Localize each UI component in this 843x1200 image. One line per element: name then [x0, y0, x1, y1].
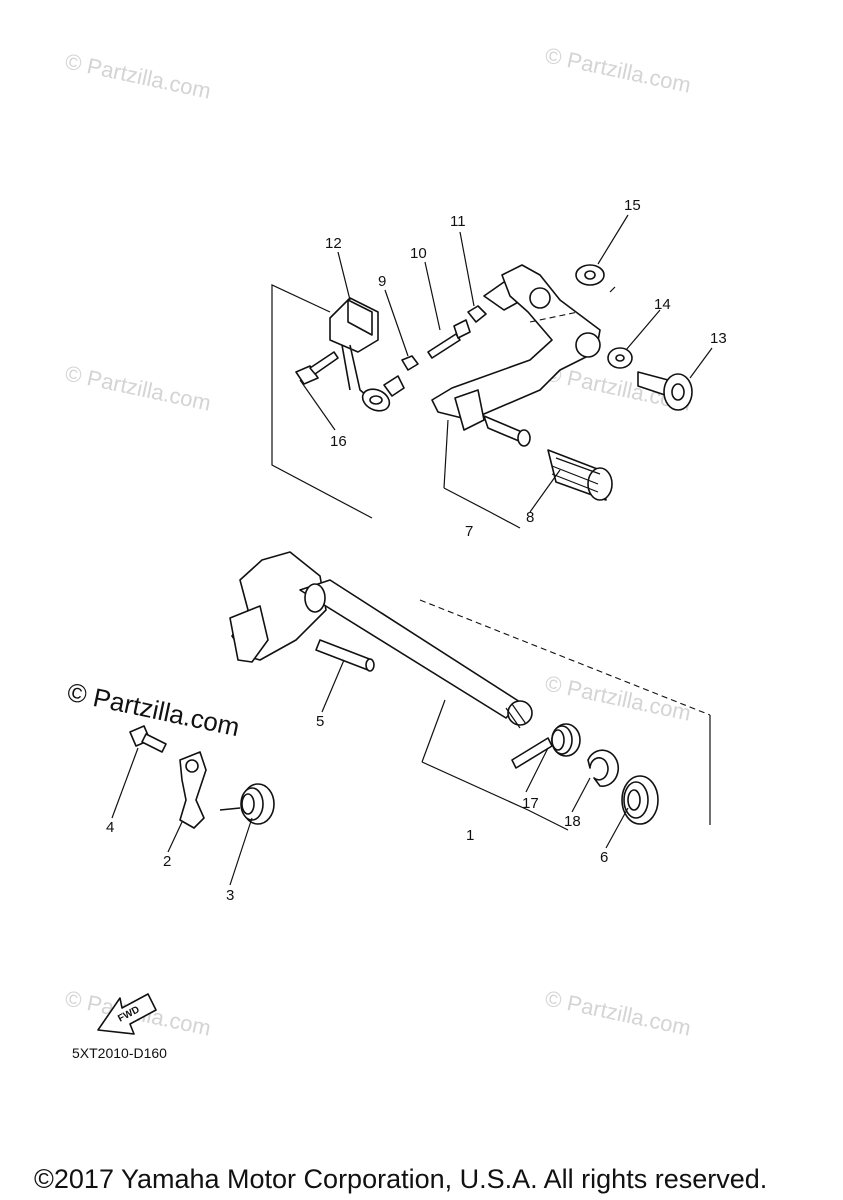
- copyright-notice: ©2017 Yamaha Motor Corporation, U.S.A. A…: [34, 1164, 767, 1194]
- part-16-bolt: [295, 351, 339, 385]
- part-10-bolt: [427, 319, 471, 359]
- fwd-arrow-icon: [97, 993, 157, 1035]
- watermark: © Partzilla.com: [543, 42, 693, 97]
- upper-bracket-line-right: [609, 286, 616, 293]
- watermark: © Partzilla.com: [543, 985, 693, 1040]
- watermark: © Partzilla.com: [63, 360, 213, 415]
- callout-13: 13: [710, 330, 727, 347]
- part-4-bolt: [129, 725, 167, 753]
- part-9-nut: [401, 355, 419, 371]
- callout-5: 5: [316, 713, 324, 730]
- callout-7: 7: [465, 523, 473, 540]
- fwd-arrow: FWD: [97, 993, 157, 1035]
- callout-1: 1: [466, 827, 474, 844]
- part-8-peg: [547, 449, 613, 501]
- main-watermark: © Partzilla.com: [65, 677, 243, 743]
- callout-8: 8: [526, 509, 534, 526]
- callout-11: 11: [450, 213, 466, 230]
- callout-10: 10: [410, 245, 427, 262]
- upper-bracket-line: [271, 284, 373, 519]
- callouts: 1 2 3 4 5 6 7 8 9 10 11 12 13 14 15 16 1…: [106, 197, 727, 904]
- callout-16: 16: [330, 433, 347, 450]
- callout-6: 6: [600, 849, 608, 866]
- part-3-spring: [219, 783, 275, 825]
- lower-assembly: [129, 551, 711, 831]
- diagram-code: 5XT2010-D160: [72, 1045, 167, 1061]
- callout-bracket-7-8: [443, 487, 521, 529]
- part-17-spring: [511, 723, 581, 769]
- part-2-lever: [179, 751, 207, 829]
- callout-17: 17: [522, 795, 539, 812]
- part-11-nut: [467, 305, 487, 323]
- callout-3: 3: [226, 887, 234, 904]
- part-6-seal: [621, 775, 659, 825]
- callout-4: 4: [106, 819, 114, 836]
- callout-14: 14: [654, 296, 671, 313]
- lower-bracket-dash: [419, 599, 711, 716]
- part-13-bolt: [637, 371, 693, 411]
- part-5-pin: [315, 639, 375, 672]
- watermarks: © Partzilla.com © Partzilla.com © Partzi…: [63, 42, 693, 1040]
- callout-12: 12: [325, 235, 342, 252]
- part-12-joint: [329, 297, 405, 412]
- callout-bracket-1: [421, 761, 569, 831]
- part-1-shift-shaft: [229, 551, 533, 729]
- part-14-washer: [607, 347, 633, 369]
- callout-9: 9: [378, 273, 386, 290]
- watermark: © Partzilla.com: [63, 48, 213, 103]
- part-18-circlip: [587, 749, 620, 787]
- part-7-pedal: [431, 264, 601, 447]
- callout-18: 18: [564, 813, 581, 830]
- part-15-washer: [575, 264, 605, 286]
- upper-assembly: [271, 264, 693, 529]
- leader-lines: [111, 214, 713, 886]
- callout-15: 15: [624, 197, 641, 214]
- callout-2: 2: [163, 853, 171, 870]
